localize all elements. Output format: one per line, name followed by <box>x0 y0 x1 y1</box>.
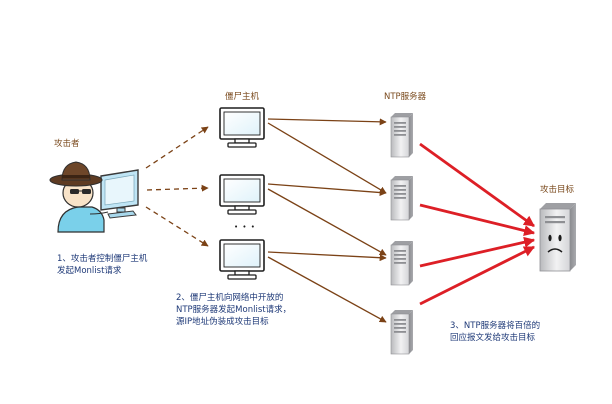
step1-line1: 1、攻击者控制僵尸主机 <box>57 254 148 264</box>
step2-line1: 2、僵尸主机向网络中开放的 <box>176 293 284 303</box>
zombie-host-computer-icon <box>219 174 265 215</box>
step3-line1: 3、NTP服务器将百倍的 <box>450 321 541 331</box>
step1-line2: 发起Monlist请求 <box>57 266 122 276</box>
step3-line2: 回应报文发给攻击目标 <box>450 333 536 343</box>
zombie-hosts-label: 僵尸主机 <box>225 92 260 102</box>
dashed-arrow-to-zombie-bottom <box>145 206 209 247</box>
ntp-servers-label: NTP服务器 <box>384 92 427 102</box>
ntp-server-icon <box>390 309 414 355</box>
more-hosts-ellipsis: • • • <box>234 223 256 231</box>
step2-line3: 源IP地址伪装成攻击目标 <box>176 317 269 327</box>
target-label: 攻击目标 <box>540 185 575 195</box>
step3-note: 3、NTP服务器将百倍的 回应报文发给攻击目标 <box>450 320 540 344</box>
step2-note: 2、僵尸主机向网络中开放的 NTP服务器发起Monlist请求， 源IP地址伪装… <box>176 292 291 328</box>
ntp-server-icon <box>390 112 414 158</box>
dashed-arrow-to-zombie-top <box>145 126 209 169</box>
ntp-server-icon <box>390 175 414 221</box>
response-arrows <box>419 142 536 306</box>
step1-note: 1、攻击者控制僵尸主机 发起Monlist请求 <box>57 253 147 277</box>
attacker-label: 攻击者 <box>54 139 80 149</box>
dashed-arrow-to-zombie-mid <box>146 184 209 192</box>
zombie-host-computer-icon <box>219 107 265 148</box>
sad-server-icon <box>539 203 576 272</box>
hacker-at-computer-icon <box>49 161 139 233</box>
zombie-host-computer-icon <box>219 239 265 280</box>
step2-line2: NTP服务器发起Monlist请求， <box>176 305 292 315</box>
request-arrows <box>267 118 387 323</box>
ntp-server-icon <box>390 240 414 286</box>
